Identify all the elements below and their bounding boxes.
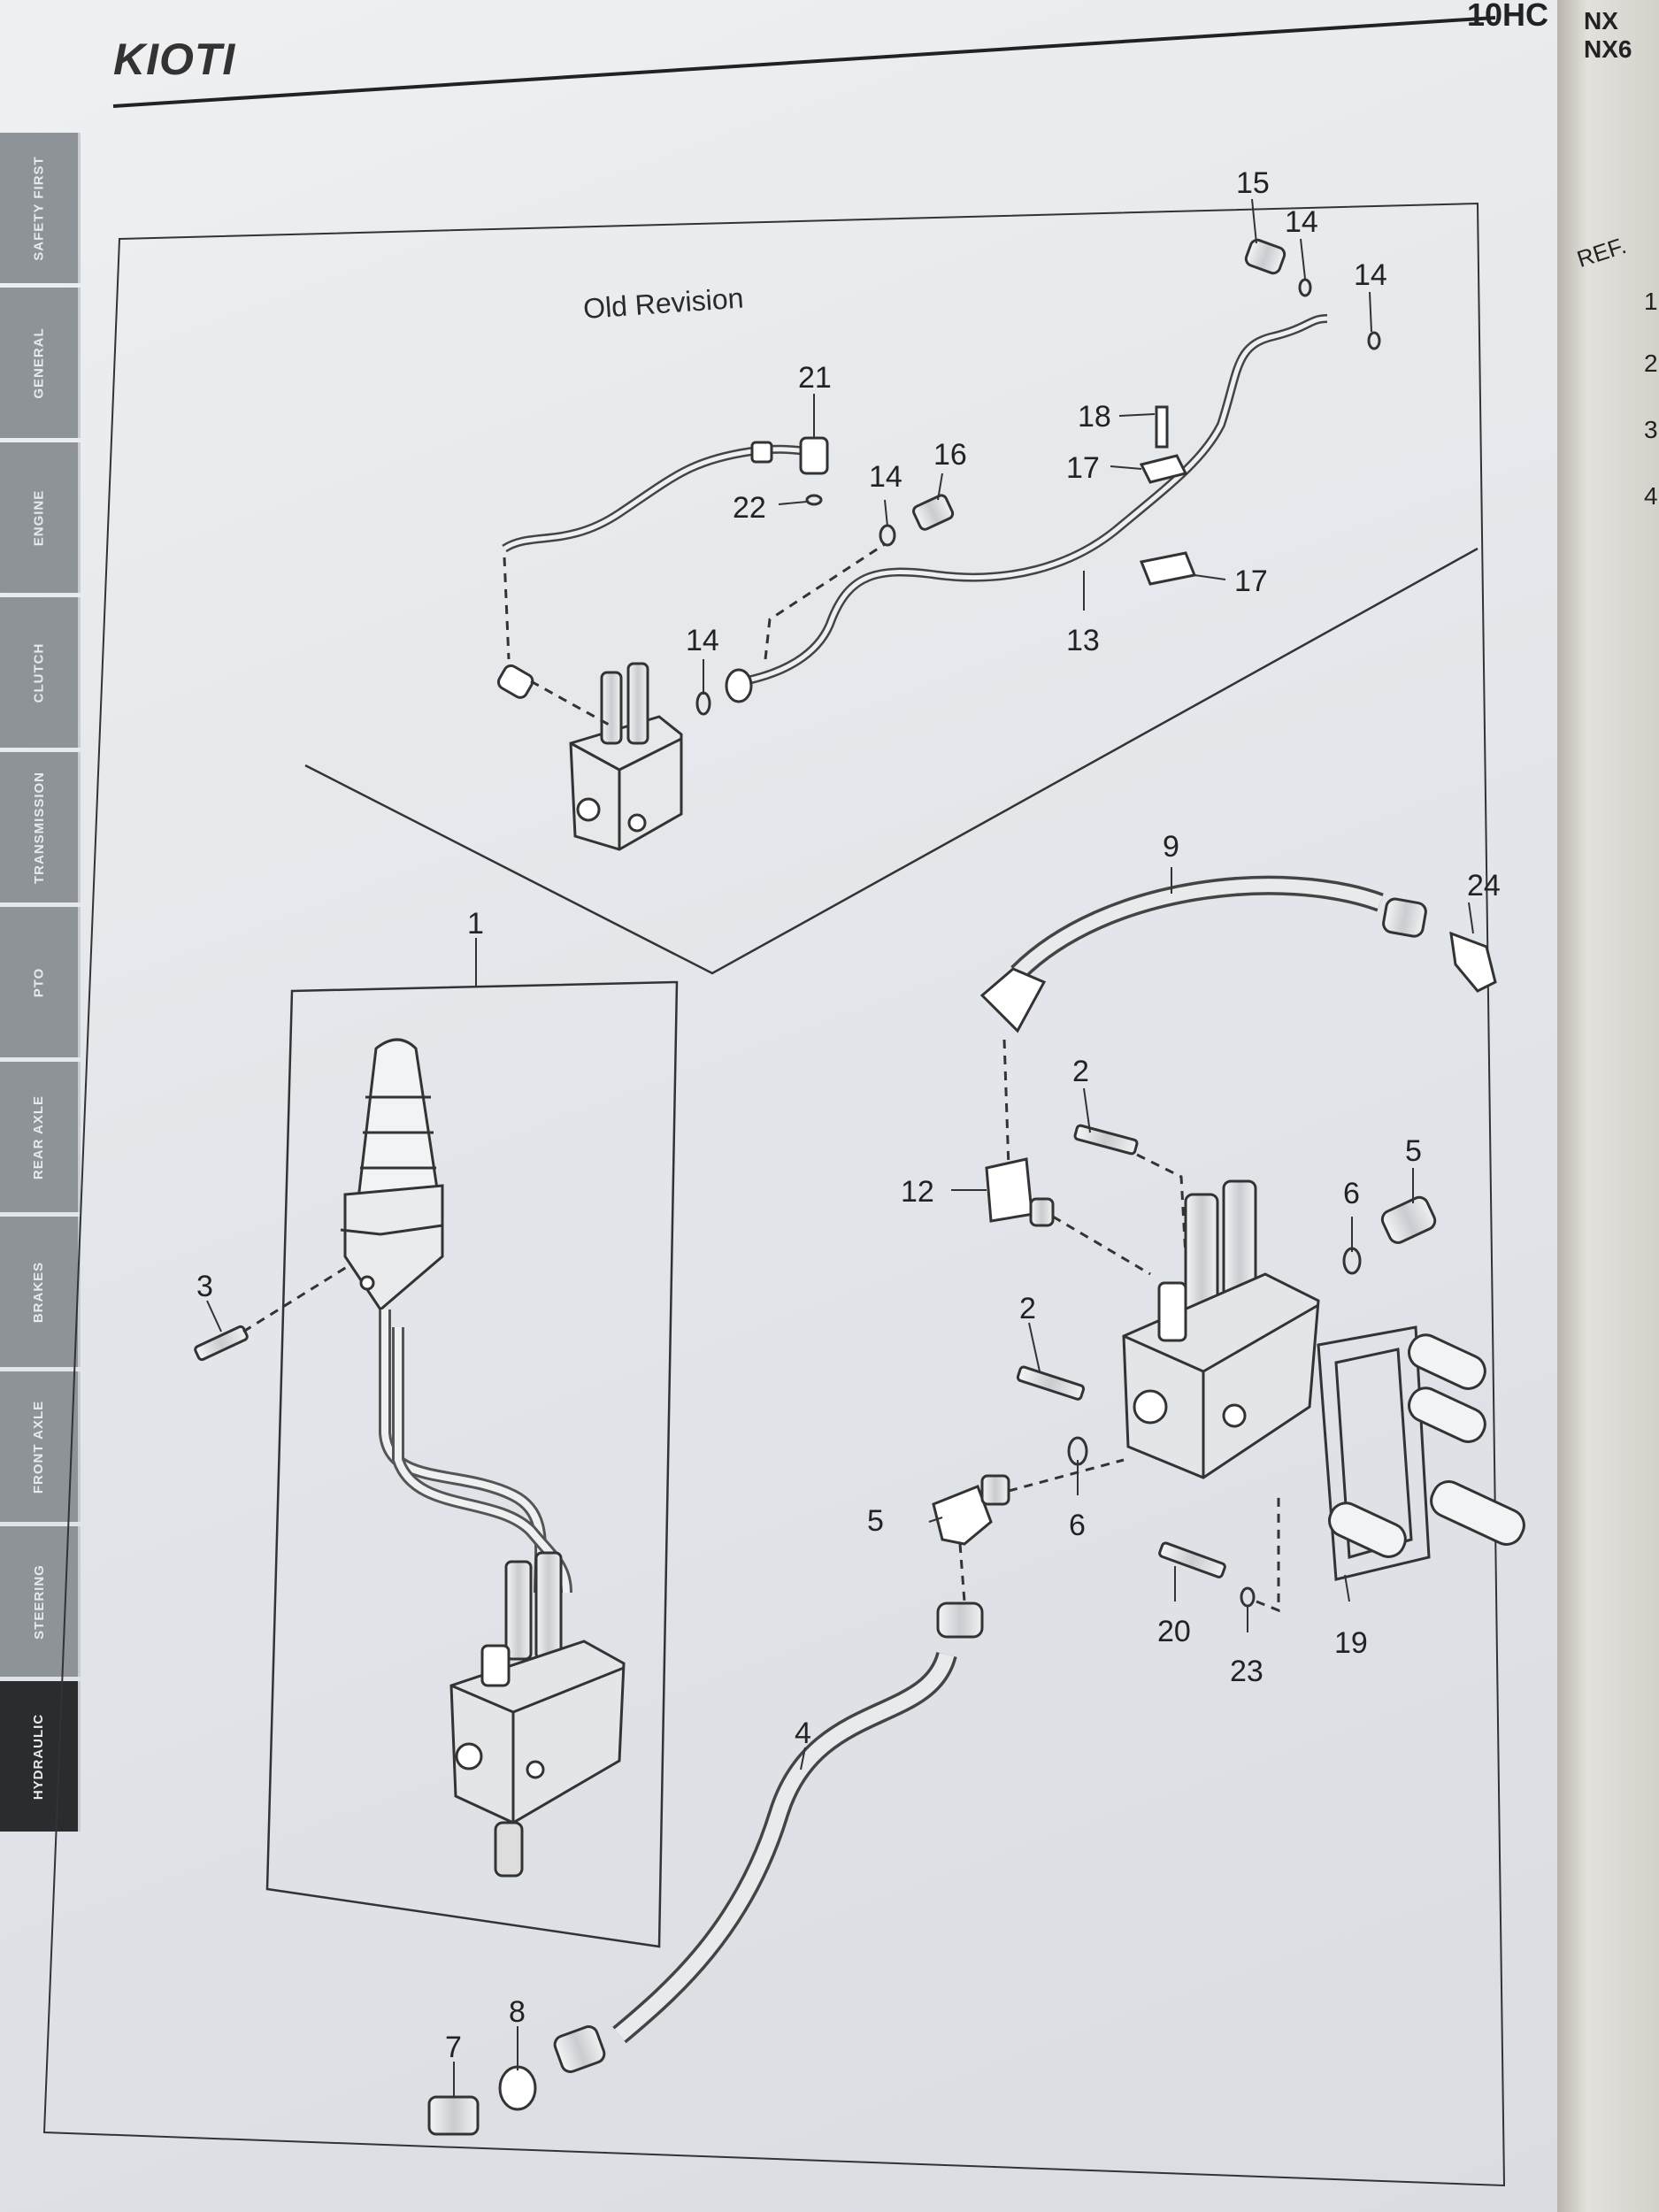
callout-23: 23 [1230, 1655, 1263, 1688]
callout-7: 7 [445, 2031, 462, 2064]
leader-lines [206, 198, 1474, 2097]
next-page-model-1: NX [1584, 7, 1618, 35]
callout-16: 16 [933, 438, 967, 472]
tab-brakes[interactable]: BRAKES [0, 1217, 81, 1367]
ref-number-1: 1 [1644, 288, 1658, 315]
callout-9: 9 [1163, 830, 1179, 864]
tab-transmission[interactable]: TRANSMISSION [0, 752, 81, 902]
callout-14-left: 14 [686, 624, 719, 657]
inset-frame [265, 980, 679, 1948]
callout-1: 1 [467, 907, 484, 941]
callout-6-lower: 6 [1069, 1509, 1086, 1542]
callout-20: 20 [1157, 1615, 1191, 1648]
callout-15: 15 [1236, 166, 1270, 200]
callout-5-right: 5 [1405, 1134, 1422, 1168]
callout-22: 22 [733, 491, 766, 525]
callout-2-upper: 2 [1072, 1055, 1089, 1088]
callout-18: 18 [1078, 400, 1111, 434]
control-valve-assembly [427, 875, 1525, 2136]
callout-5-left: 5 [867, 1504, 884, 1538]
tab-general[interactable]: GENERAL [0, 288, 81, 438]
joystick-valve-assembly [194, 1038, 626, 1878]
next-page-edge: NX NX6 REF. 1 2 3 4 [1557, 0, 1659, 2212]
ref-number-4: 4 [1644, 482, 1658, 510]
callout-14-right: 14 [1354, 258, 1387, 292]
tab-rear-axle[interactable]: REAR AXLE [0, 1062, 81, 1212]
callout-12: 12 [901, 1175, 934, 1209]
callout-17-lower: 17 [1234, 565, 1268, 598]
callout-19: 19 [1334, 1626, 1368, 1660]
tab-clutch[interactable]: CLUTCH [0, 597, 81, 748]
kioti-logo: KIOTI [113, 35, 236, 84]
tab-pto[interactable]: PTO [0, 907, 81, 1057]
tab-safety-first[interactable]: SAFETY FIRST [0, 133, 81, 283]
old-revision-label: Old Revision [582, 281, 744, 325]
next-page-model-2: NX6 [1584, 35, 1632, 63]
callout-21: 21 [798, 361, 832, 395]
old-revision-frame [304, 547, 1479, 975]
tab-engine[interactable]: ENGINE [0, 442, 81, 593]
tab-hydraulic[interactable]: HYDRAULIC [0, 1681, 81, 1832]
callout-24: 24 [1467, 869, 1501, 902]
callout-3: 3 [196, 1270, 213, 1303]
parts-diagram: Old Revision [42, 16, 1525, 2187]
callout-4: 4 [795, 1717, 811, 1750]
tab-front-axle[interactable]: FRONT AXLE [0, 1371, 81, 1522]
callout-17-upper: 17 [1066, 451, 1100, 485]
header-rule [112, 16, 1496, 108]
model-code: 10HC [1466, 0, 1548, 33]
ref-number-3: 3 [1644, 416, 1658, 443]
callout-14-top: 14 [1285, 205, 1318, 239]
ref-header: REF. [1573, 232, 1630, 273]
outer-frame [42, 202, 1506, 2187]
callout-8: 8 [509, 1995, 526, 2029]
ref-number-2: 2 [1644, 349, 1658, 377]
old-revision-assembly [496, 238, 1381, 851]
callout-14-mid: 14 [869, 460, 902, 494]
callout-13: 13 [1066, 624, 1100, 657]
callout-6-upper: 6 [1343, 1177, 1360, 1210]
callout-2-lower: 2 [1019, 1292, 1036, 1325]
